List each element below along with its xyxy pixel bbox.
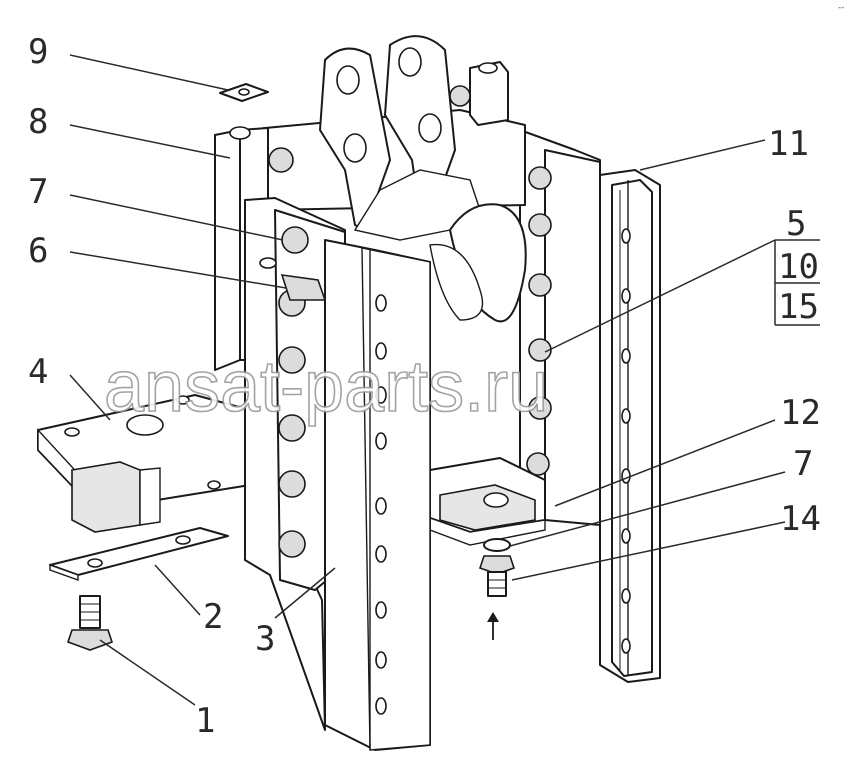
callout-2: 2 xyxy=(203,597,223,637)
callout-9: 9 xyxy=(28,32,48,72)
callout-7-top: 7 xyxy=(28,172,48,212)
front-rail-holes xyxy=(375,294,387,715)
front-rail xyxy=(324,239,431,751)
callout-1: 1 xyxy=(195,701,215,741)
callout-15: 15 xyxy=(778,287,819,327)
shim-strip xyxy=(49,527,229,581)
left-bracket-plate xyxy=(37,394,251,533)
watermark-text: ansat-parts.ru xyxy=(104,347,548,427)
right-rail-holes xyxy=(621,228,631,654)
bottom-block xyxy=(429,457,546,546)
callout-labels: 9 8 7 6 4 2 3 1 11 5 10 15 12 7 14 xyxy=(28,32,821,741)
lifting-lugs xyxy=(319,35,481,241)
washer-9 xyxy=(219,83,269,102)
bolt-1 xyxy=(66,595,114,651)
bolt-14 xyxy=(478,538,516,640)
inner-bracket xyxy=(429,203,527,323)
right-side-plate xyxy=(519,129,601,526)
callout-10: 10 xyxy=(778,247,819,287)
callout-4: 4 xyxy=(28,352,48,392)
up-arrow-icon xyxy=(487,612,499,622)
callout-12: 12 xyxy=(780,393,821,433)
callout-6: 6 xyxy=(28,231,48,271)
callout-8: 8 xyxy=(28,102,48,142)
callout-14: 14 xyxy=(780,499,821,539)
callout-5: 5 xyxy=(786,204,806,244)
right-rail xyxy=(599,169,661,683)
right-bolt-column xyxy=(526,166,552,476)
corner-mark: -- xyxy=(838,3,845,13)
leader-lines xyxy=(69,54,820,706)
callout-7-bottom: 7 xyxy=(793,444,813,484)
callout-11: 11 xyxy=(768,124,809,164)
callout-3: 3 xyxy=(255,619,275,659)
